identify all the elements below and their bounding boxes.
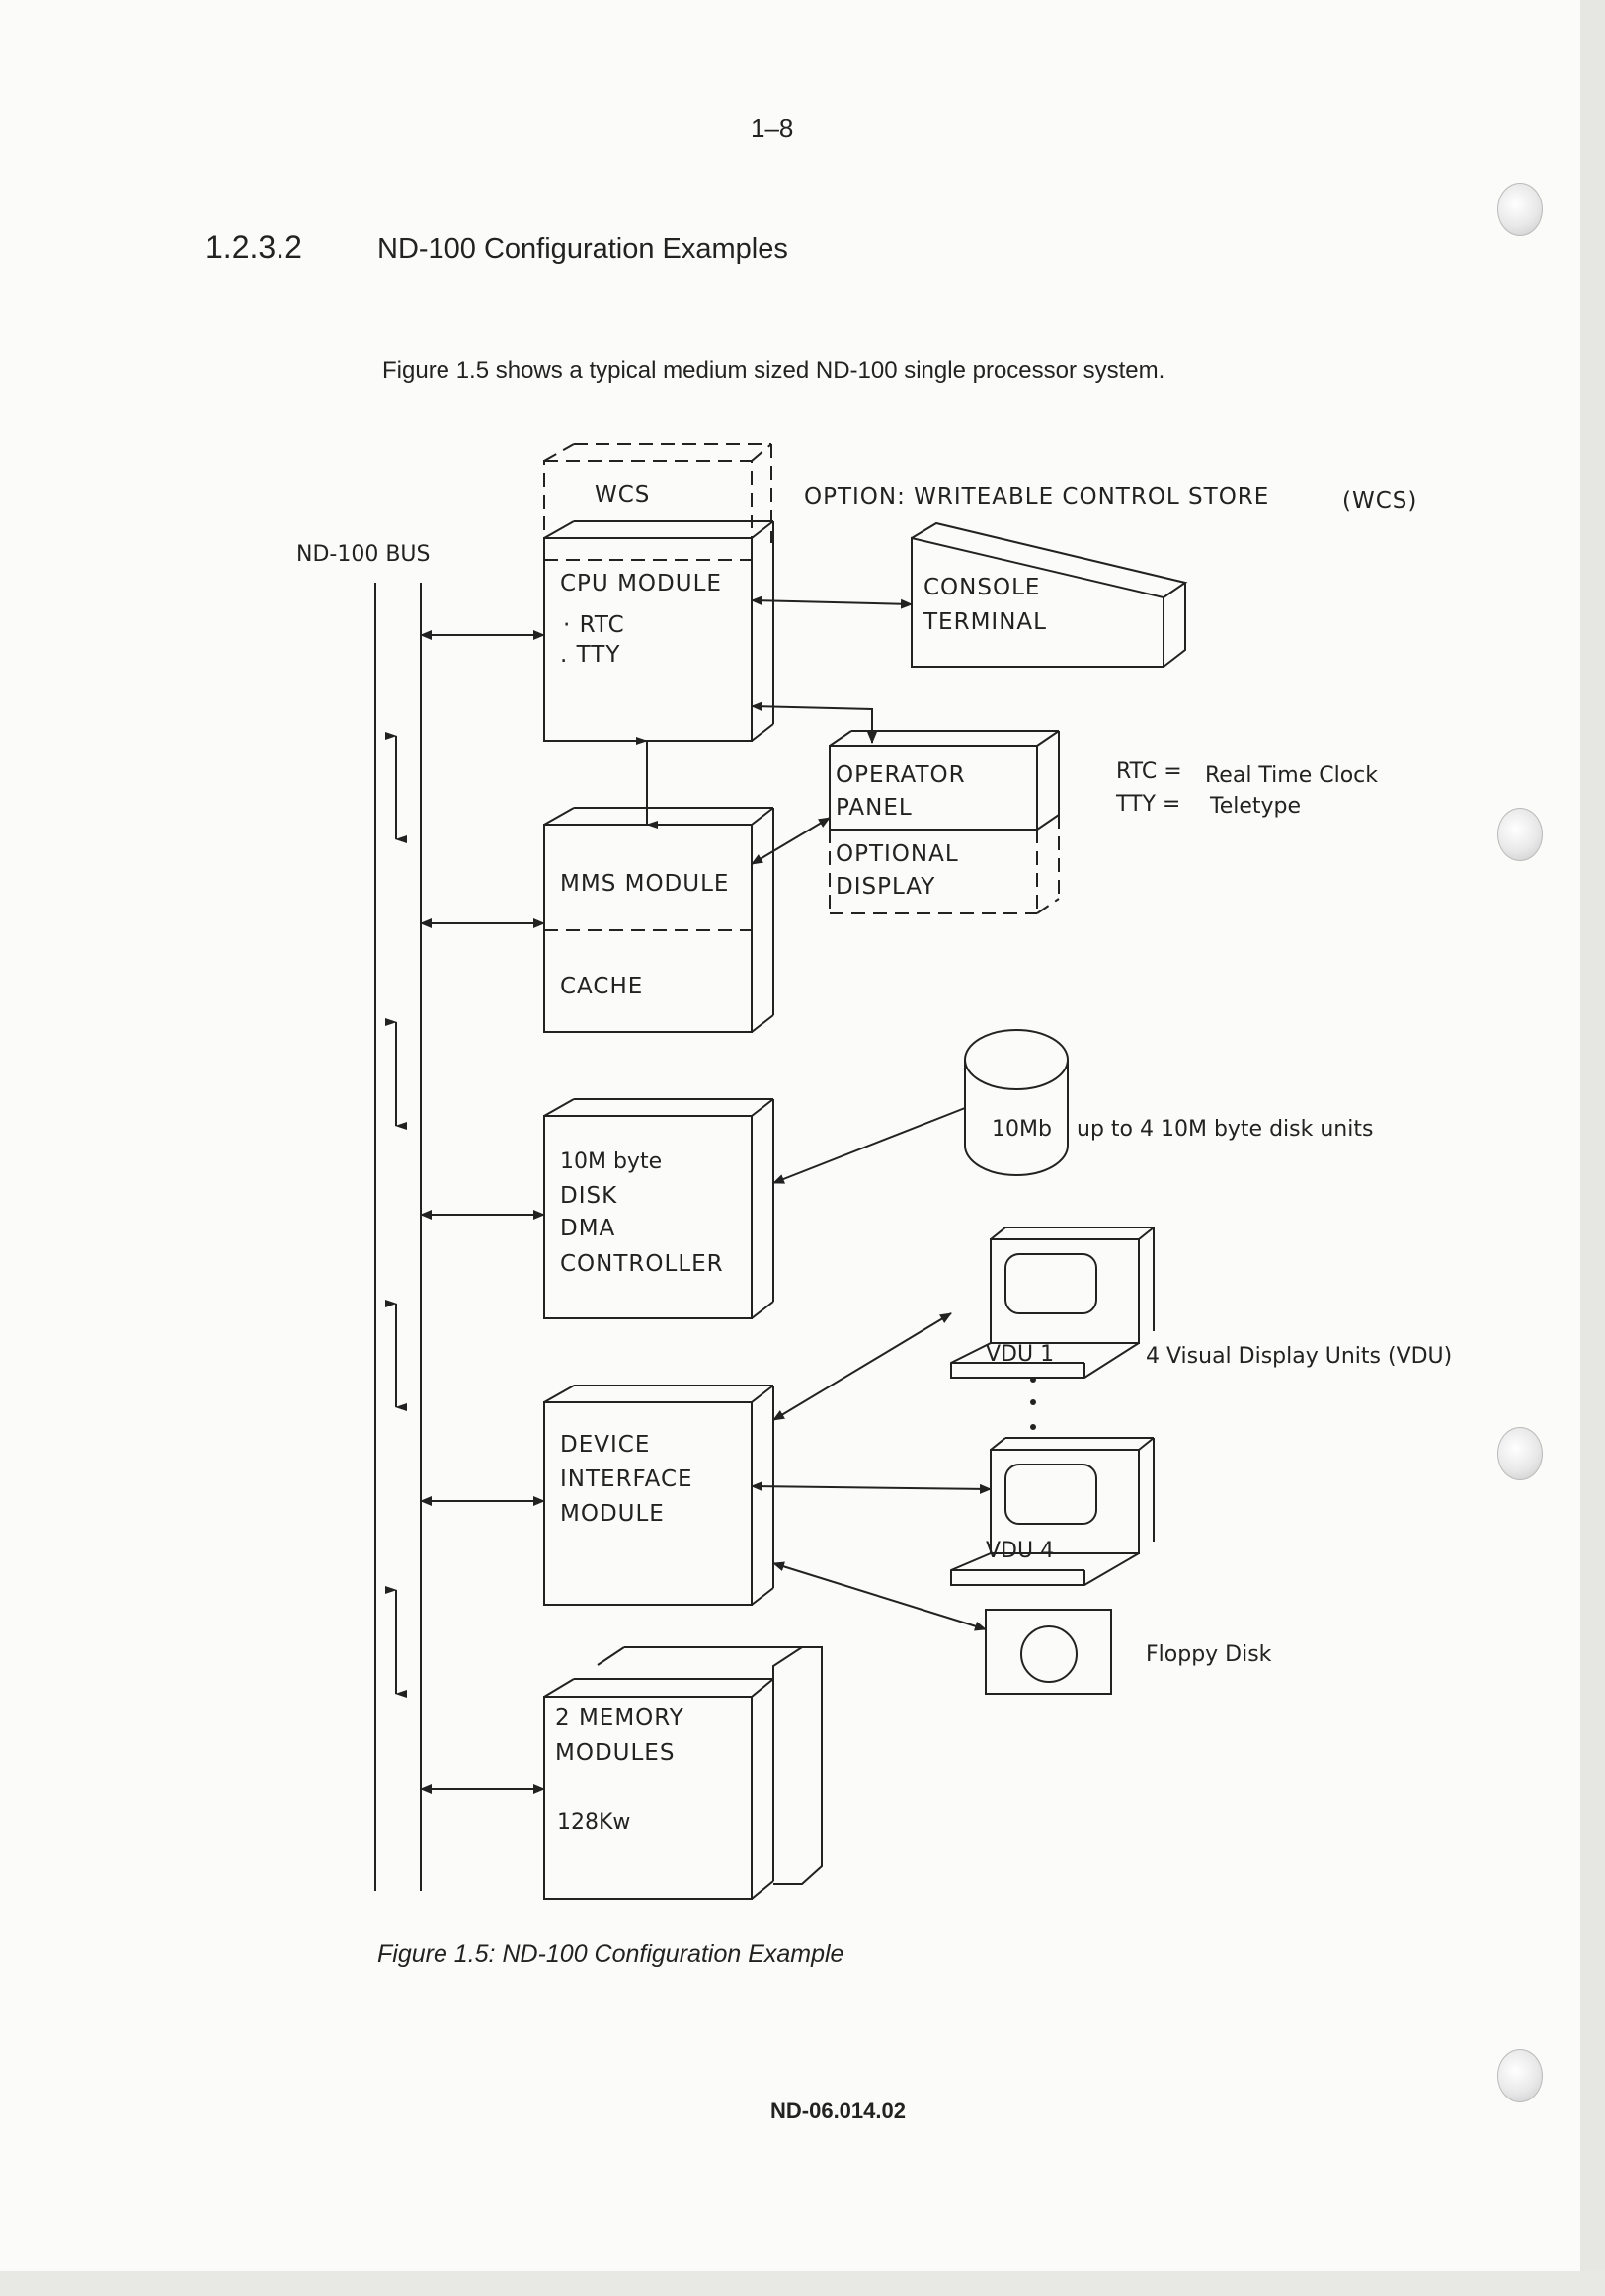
cache-label: CACHE bbox=[560, 974, 643, 999]
device-connections bbox=[636, 595, 992, 1631]
floppy-disk-icon bbox=[985, 1609, 1112, 1695]
mms-label: MMS MODULE bbox=[560, 871, 729, 897]
disk-ctrl-label-2: DISK bbox=[560, 1183, 617, 1209]
device-label-3: MODULE bbox=[560, 1501, 665, 1527]
page-number: 1–8 bbox=[751, 114, 794, 143]
section-number: 1.2.3.2 bbox=[205, 229, 302, 265]
memory-label-3: 128Kw bbox=[557, 1810, 630, 1835]
page-bottom-edge bbox=[0, 2271, 1605, 2296]
wcs-box bbox=[543, 443, 772, 561]
binder-hole-icon bbox=[1497, 808, 1543, 861]
cpu-tty-label: . TTY bbox=[560, 642, 620, 668]
disk-unit-icon bbox=[964, 1029, 1069, 1176]
wcs-option-note: OPTION: WRITEABLE CONTROL STORE bbox=[804, 484, 1269, 510]
wcs-abbr: (WCS) bbox=[1342, 488, 1417, 514]
optional-label: OPTIONAL bbox=[836, 841, 959, 867]
legend-rtc-value: Real Time Clock bbox=[1205, 763, 1378, 788]
vdu-ellipsis bbox=[1030, 1377, 1036, 1430]
legend-tty-key: TTY = bbox=[1115, 792, 1180, 817]
floppy-label: Floppy Disk bbox=[1146, 1642, 1272, 1667]
legend-rtc-key: RTC = bbox=[1116, 759, 1182, 784]
display-label: DISPLAY bbox=[836, 874, 935, 900]
operator-panel-box bbox=[829, 730, 1060, 831]
console-label: CONSOLE bbox=[923, 575, 1040, 600]
binder-hole-icon bbox=[1497, 1427, 1543, 1480]
binder-hole-icon bbox=[1497, 2049, 1543, 2102]
vdu1-label: VDU 1 bbox=[986, 1342, 1054, 1367]
page-edge bbox=[1580, 0, 1605, 2296]
bus-connections bbox=[420, 630, 545, 1794]
disk-ctrl-label-3: DMA bbox=[560, 1216, 615, 1241]
panel-label: PANEL bbox=[836, 795, 913, 821]
document-id-footer: ND-06.014.02 bbox=[770, 2098, 906, 2123]
memory-label-1: 2 MEMORY bbox=[555, 1705, 684, 1731]
bus-label: ND-100 BUS bbox=[296, 542, 430, 567]
console-terminal-box bbox=[911, 521, 1188, 668]
figure-caption: Figure 1.5: ND-100 Configuration Example bbox=[377, 1940, 844, 1968]
nd100-bus bbox=[374, 583, 422, 1891]
disk-ctrl-label-4: CONTROLLER bbox=[560, 1251, 724, 1277]
legend-tty-value: Teletype bbox=[1209, 794, 1301, 819]
section-title: ND-100 Configuration Examples bbox=[377, 233, 788, 265]
binder-hole-icon bbox=[1497, 183, 1543, 236]
device-interface-box bbox=[543, 1385, 774, 1606]
optional-display-box bbox=[829, 815, 1060, 914]
memory-modules-box bbox=[543, 1646, 823, 1900]
cpu-label: CPU MODULE bbox=[560, 571, 722, 596]
cpu-rtc-label: · RTC bbox=[563, 612, 625, 638]
disk-unit-label: 10Mb bbox=[992, 1117, 1052, 1142]
disk-ctrl-label-1: 10M byte bbox=[560, 1149, 662, 1174]
disk-units-note: up to 4 10M byte disk units bbox=[1077, 1117, 1373, 1142]
device-label-1: DEVICE bbox=[560, 1432, 650, 1458]
vdu-note: 4 Visual Display Units (VDU) bbox=[1146, 1344, 1452, 1369]
vdu4-label: VDU 4 bbox=[986, 1539, 1054, 1563]
operator-label: OPERATOR bbox=[836, 762, 966, 788]
disk-controller-box bbox=[543, 1098, 774, 1319]
wcs-label: WCS bbox=[595, 482, 650, 508]
device-label-2: INTERFACE bbox=[560, 1466, 693, 1492]
terminal-label: TERMINAL bbox=[923, 609, 1047, 635]
intro-paragraph: Figure 1.5 shows a typical medium sized … bbox=[382, 357, 1165, 384]
memory-label-2: MODULES bbox=[555, 1740, 675, 1766]
